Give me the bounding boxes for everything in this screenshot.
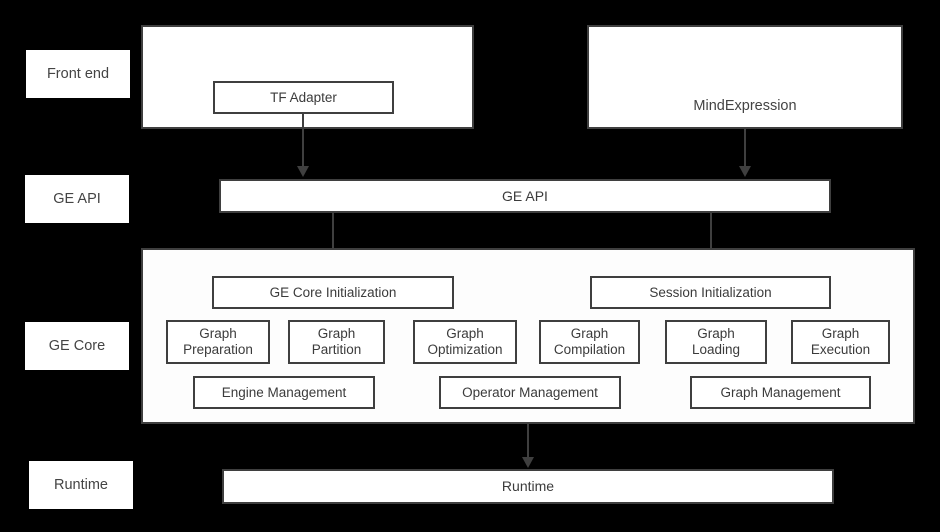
graph-preparation-label: Graph Preparation bbox=[183, 326, 253, 357]
stage-label-text: Runtime bbox=[54, 476, 108, 493]
graph-management-label: Graph Management bbox=[720, 384, 841, 400]
connector-mindexpression-to-ge-api-arrowhead bbox=[739, 166, 751, 177]
runtime-bar-label: Runtime bbox=[501, 478, 555, 495]
engine-management-box[interactable]: Engine Management bbox=[193, 376, 375, 409]
stage-label-text: Front end bbox=[46, 65, 110, 82]
connector-mindexpression-to-ge-api-line bbox=[744, 129, 746, 167]
stage-label-ge-core: GE Core bbox=[25, 322, 129, 370]
session-initialization-label: Session Initialization bbox=[649, 284, 772, 300]
framework-title: MindExpression bbox=[693, 98, 797, 114]
graph-compilation-label: Graph Compilation bbox=[553, 326, 626, 357]
tf-adapter-box[interactable]: TF Adapter bbox=[213, 81, 394, 114]
stage-label-text: GE API bbox=[53, 190, 101, 207]
ge-api-bar-label: GE API bbox=[502, 187, 548, 204]
graph-execution-label: Graph Execution bbox=[810, 326, 871, 357]
graph-execution-box[interactable]: Graph Execution bbox=[791, 320, 890, 364]
ge-core-initialization-box[interactable]: GE Core Initialization bbox=[212, 276, 454, 309]
graph-compilation-box[interactable]: Graph Compilation bbox=[539, 320, 640, 364]
stage-label-front-end: Front end bbox=[26, 50, 130, 98]
runtime-bar[interactable]: Runtime bbox=[222, 469, 834, 504]
operator-management-box[interactable]: Operator Management bbox=[439, 376, 621, 409]
ge-api-bar[interactable]: GE API bbox=[219, 179, 831, 213]
graph-optimization-label: Graph Optimization bbox=[427, 326, 503, 357]
connector-tf-adapter-to-ge-api-arrowhead bbox=[297, 166, 309, 177]
graph-optimization-box[interactable]: Graph Optimization bbox=[413, 320, 517, 364]
connector-ge-core-to-runtime-line bbox=[527, 424, 529, 458]
stage-label-text: GE Core bbox=[48, 337, 106, 354]
graph-management-box[interactable]: Graph Management bbox=[690, 376, 871, 409]
operator-management-label: Operator Management bbox=[462, 384, 598, 400]
connector-ge-core-to-runtime-arrowhead bbox=[522, 457, 534, 468]
ge-core-initialization-label: GE Core Initialization bbox=[269, 284, 397, 300]
engine-management-label: Engine Management bbox=[221, 384, 347, 400]
connector-ge-api-to-ge-core-init-line bbox=[332, 213, 334, 263]
connector-tf-adapter-to-ge-api-line bbox=[302, 113, 304, 167]
graph-preparation-box[interactable]: Graph Preparation bbox=[166, 320, 270, 364]
graph-loading-label: Graph Loading bbox=[691, 326, 741, 357]
session-initialization-box[interactable]: Session Initialization bbox=[590, 276, 831, 309]
graph-loading-box[interactable]: Graph Loading bbox=[665, 320, 767, 364]
stage-label-ge-api: GE API bbox=[25, 175, 129, 223]
stage-label-runtime: Runtime bbox=[29, 461, 133, 509]
connector-ge-api-to-session-init-line bbox=[710, 213, 712, 263]
graph-partition-box[interactable]: Graph Partition bbox=[288, 320, 385, 364]
graph-partition-label: Graph Partition bbox=[311, 326, 362, 357]
framework-mindexpression[interactable]: MindExpression bbox=[587, 25, 903, 129]
tf-adapter-label: TF Adapter bbox=[270, 89, 337, 105]
